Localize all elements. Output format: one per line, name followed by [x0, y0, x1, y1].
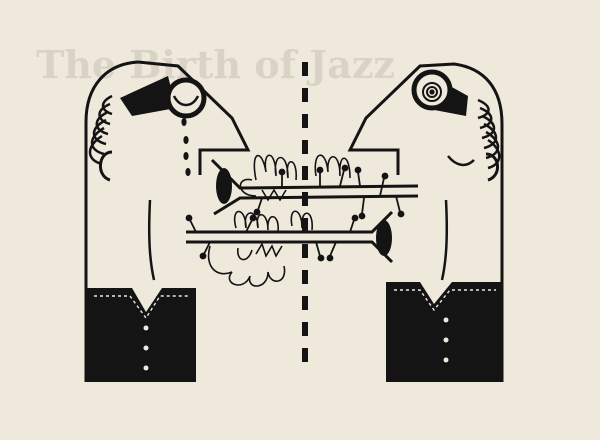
left-figure-shirt — [86, 288, 196, 382]
left-figure-jaw — [147, 199, 156, 281]
left-figure — [84, 60, 251, 382]
upper-trumpet-bell — [216, 168, 232, 204]
right-figure-spiral-eye — [422, 82, 442, 102]
show-through-heading: The Birth of Jazz — [36, 42, 395, 87]
right-figure-ear — [485, 152, 499, 182]
upper-trumpet — [210, 158, 419, 220]
dashed-divider — [302, 62, 308, 362]
right-figure-collar-stitch — [394, 289, 496, 312]
right-figure-head — [347, 62, 504, 382]
left-figure-collar-stitch — [94, 295, 190, 320]
right-figure-shirt-buttons — [443, 317, 449, 363]
left-figure-closed-eye — [172, 95, 200, 107]
lower-trumpet — [185, 210, 394, 264]
lower-trumpet-bell — [376, 220, 392, 256]
left-figure-eye-lens — [165, 77, 207, 119]
left-figure-tears — [181, 118, 191, 176]
left-figure-shirt-buttons — [143, 325, 149, 371]
upper-trumpet-valves — [253, 164, 405, 220]
left-figure-hair — [88, 94, 113, 166]
sound-scribbles — [207, 154, 351, 287]
right-figure-hair — [477, 98, 501, 170]
left-figure-hat — [120, 76, 176, 116]
left-figure-head — [84, 60, 251, 382]
right-figure — [347, 62, 504, 382]
right-figure-shirt — [386, 282, 502, 382]
left-figure-ear — [99, 150, 113, 182]
right-figure-smile — [447, 155, 475, 167]
lower-trumpet-valves — [185, 214, 359, 262]
right-figure-jaw — [440, 199, 449, 281]
